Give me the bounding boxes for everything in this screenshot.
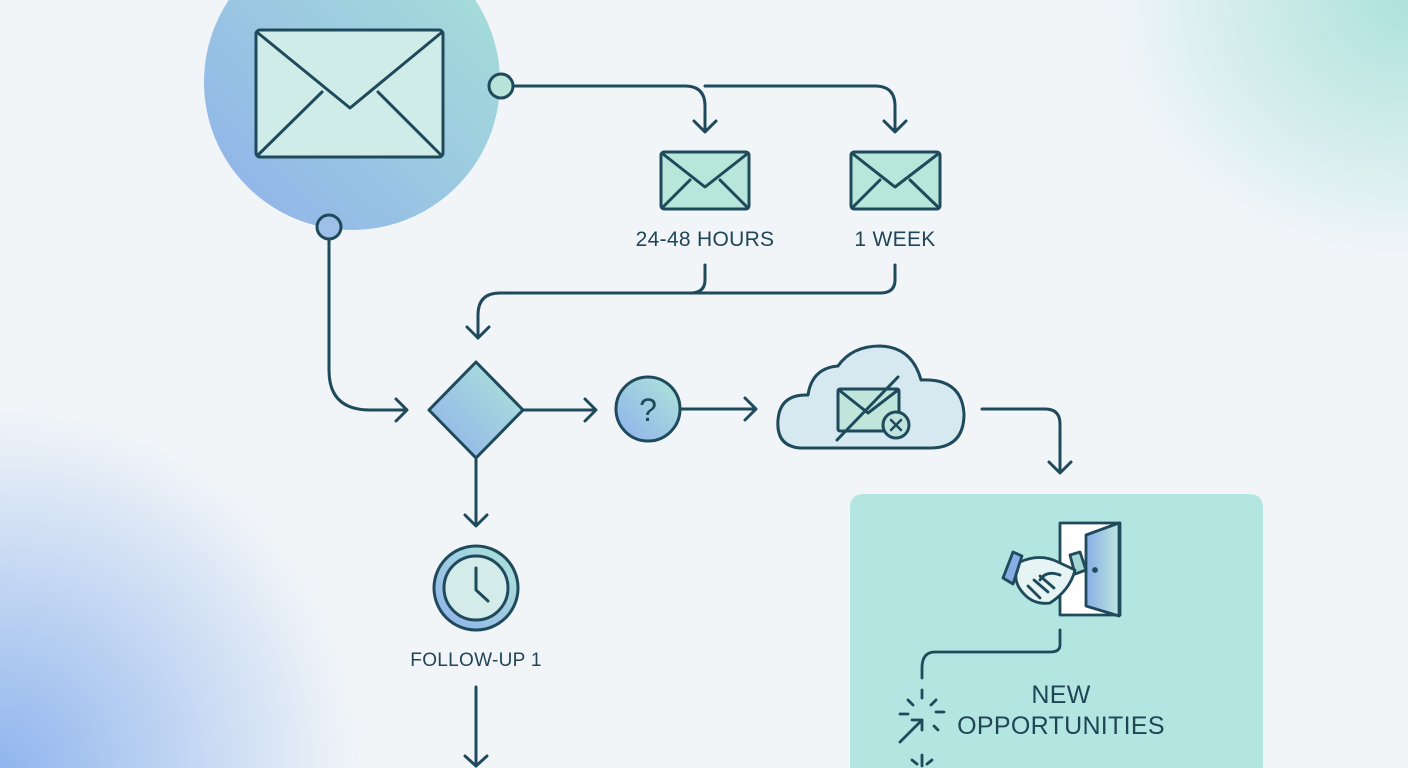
clock-icon	[432, 544, 520, 632]
outcome-title-line2: OPPORTUNITIES	[957, 712, 1165, 740]
handshake-icon	[1001, 550, 1088, 605]
outcome-title-line1: NEW	[1031, 681, 1091, 709]
outcome-panel	[850, 494, 1263, 768]
flow-arrow	[920, 628, 1062, 680]
email-source-node	[204, 0, 500, 230]
envelope-icon	[849, 150, 942, 211]
question-mark: ?	[639, 392, 657, 428]
outcome-title: NEW OPPORTUNITIES	[957, 680, 1165, 742]
flow-arrow	[980, 407, 1062, 474]
delay-label-24-48-hours: 24-48 HOURS	[635, 228, 775, 251]
sparkle-arrow-icon	[898, 688, 946, 768]
envelope-icon	[254, 28, 445, 159]
envelope-icon	[659, 150, 751, 211]
connector-node	[487, 72, 515, 100]
cloud-undelivered-mail-icon	[776, 344, 966, 450]
door-icon	[1058, 521, 1122, 618]
follow-up-label: FOLLOW-UP 1	[410, 650, 542, 671]
decision-diamond-icon	[427, 360, 525, 460]
flow-arrow	[703, 84, 897, 133]
flow-arrow	[327, 237, 407, 412]
delay-label-1-week: 1 WEEK	[854, 228, 936, 251]
flow-arrow	[511, 84, 707, 133]
flow-arrow	[476, 263, 707, 340]
connector-node	[315, 213, 343, 241]
